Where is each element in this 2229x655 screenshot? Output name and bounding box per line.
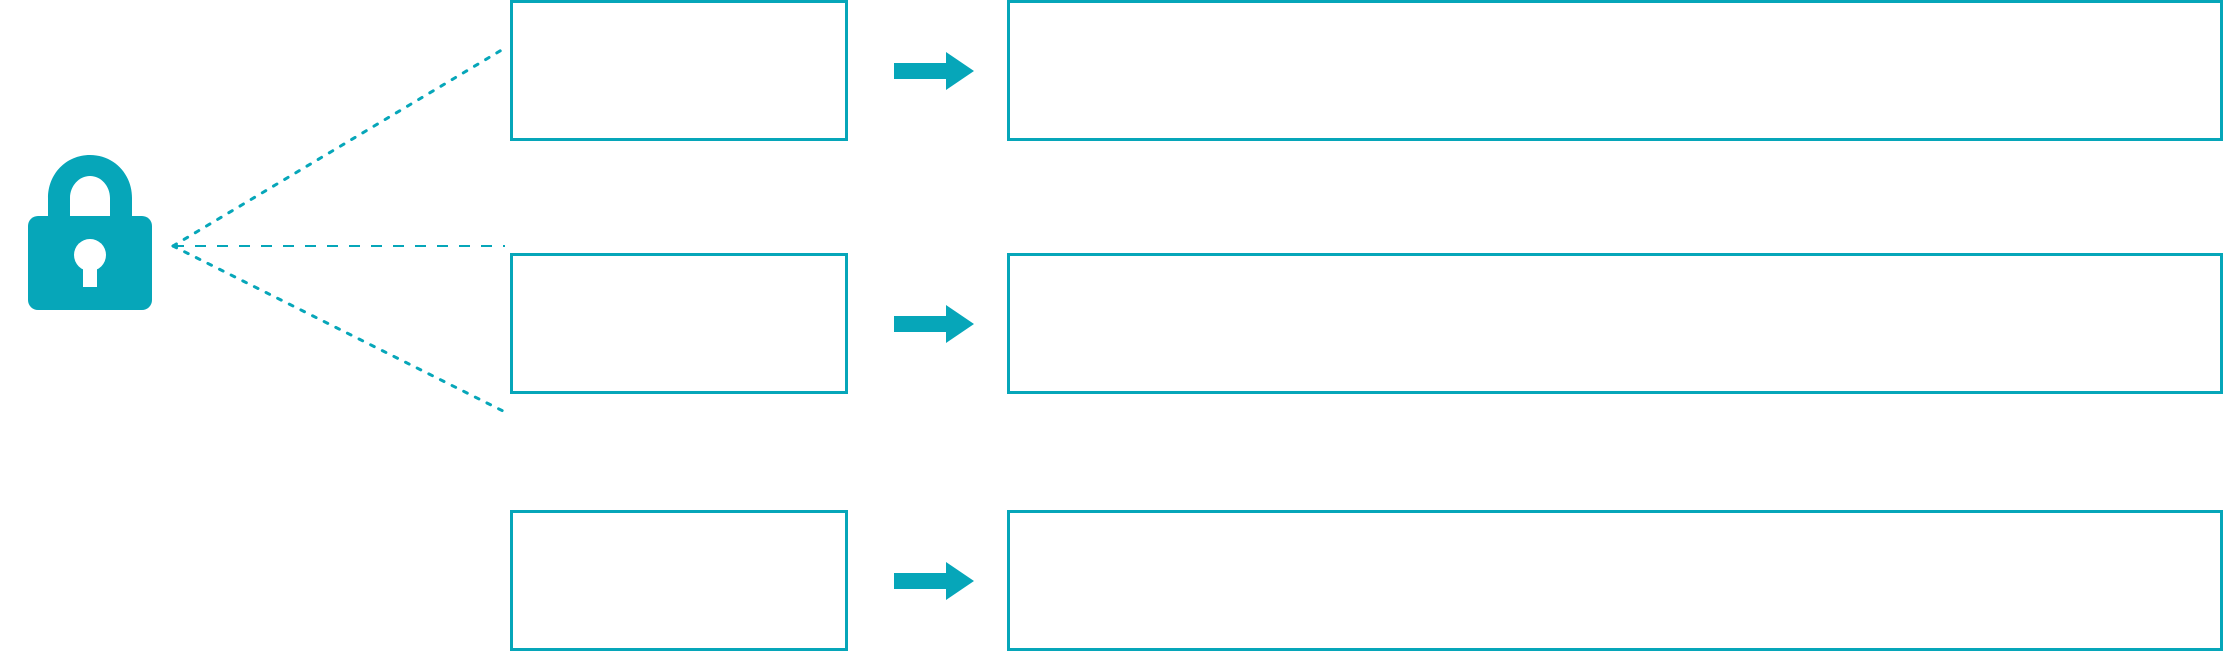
flow-row xyxy=(0,253,2229,398)
detail-box[interactable] xyxy=(1007,0,2223,141)
detail-box[interactable] xyxy=(1007,510,2223,651)
stage-box[interactable] xyxy=(510,253,848,394)
padlock-icon xyxy=(28,155,152,310)
stage-box[interactable] xyxy=(510,510,848,651)
flow-row xyxy=(0,510,2229,655)
connector-line-top xyxy=(171,46,507,248)
detail-box[interactable] xyxy=(1007,253,2223,394)
arrow-right-icon xyxy=(894,305,974,343)
arrow-right-icon xyxy=(894,562,974,600)
connector-line-bottom xyxy=(171,244,507,414)
arrow-right-icon xyxy=(894,52,974,90)
stage-box[interactable] xyxy=(510,0,848,141)
flow-row xyxy=(0,0,2229,145)
